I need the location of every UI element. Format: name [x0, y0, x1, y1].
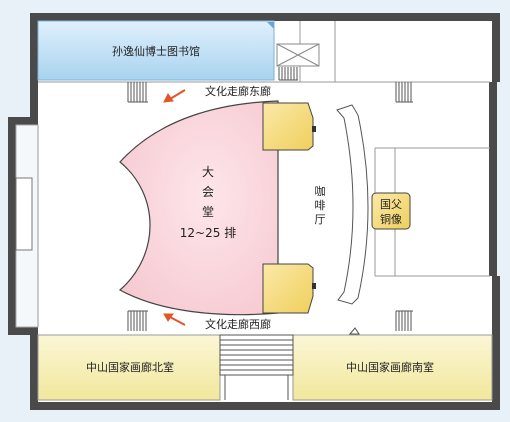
- elevator-cross-icon: [276, 43, 320, 67]
- statue-label-2: 铜像: [380, 212, 402, 226]
- north-gallery-room[interactable]: [37, 334, 221, 401]
- stairs-icon: [127, 82, 148, 103]
- lower-box-marker: [312, 283, 316, 289]
- west-corridor-arrow-icon: [163, 313, 186, 326]
- upper-box-marker: [312, 126, 316, 132]
- hall-label-1: 大: [202, 165, 214, 179]
- library-corner-icon: [267, 22, 274, 29]
- lower-box-seats[interactable]: [262, 263, 314, 314]
- east-corridor-arrow-icon: [163, 89, 186, 103]
- cafe-label-2: 啡: [315, 199, 326, 212]
- statue-label-1: 国父: [380, 198, 402, 211]
- south-gallery-label: 中山国家画廊南室: [346, 360, 434, 374]
- upper-box-seats[interactable]: [262, 102, 314, 151]
- statue-box[interactable]: [371, 192, 411, 230]
- entrance-door[interactable]: [15, 177, 33, 251]
- north-gallery-label: 中山国家画廊北室: [86, 360, 174, 374]
- west-corridor-label: 文化走廊西廊: [205, 317, 271, 331]
- stairs-icon: [278, 67, 298, 81]
- auditorium-hall[interactable]: [118, 100, 279, 316]
- stage-outline: [336, 104, 369, 305]
- stairs-icon: [395, 82, 413, 103]
- stairs-icon: [127, 310, 148, 331]
- cafe-label-3: 厅: [315, 213, 326, 226]
- stairs-icon: [395, 310, 413, 331]
- central-stairs-icon: [219, 334, 294, 400]
- cafe-label-1: 咖: [315, 184, 326, 198]
- hall-label-3: 堂: [202, 205, 214, 219]
- south-gallery-room[interactable]: [292, 334, 493, 401]
- library-label: 孙逸仙博士图书馆: [112, 44, 200, 58]
- hall-label-2: 会: [202, 185, 214, 199]
- marker-triangle-icon: [348, 327, 360, 335]
- east-corridor-label: 文化走廊东廊: [205, 84, 271, 98]
- hall-rows-label: 12~25 排: [180, 226, 236, 240]
- library-room[interactable]: [37, 20, 275, 81]
